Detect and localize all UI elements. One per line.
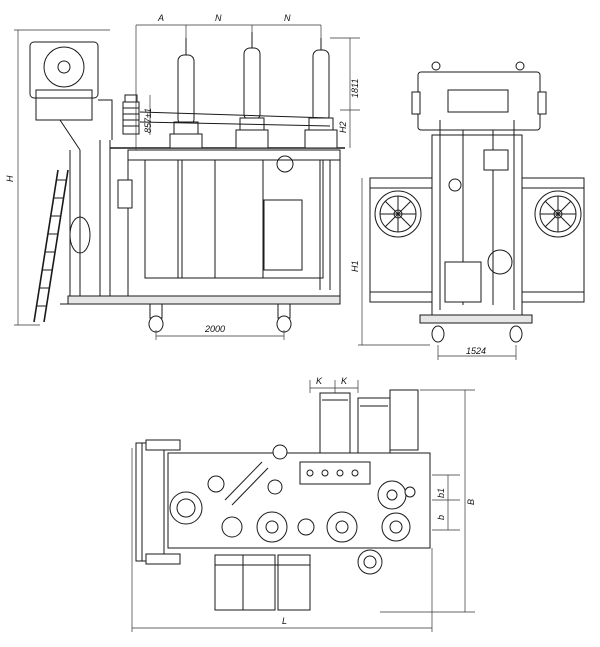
bushing-2 (235, 32, 269, 149)
plan-cooler-bottom-2 (242, 554, 276, 611)
dim-H-label: H (5, 175, 15, 182)
ladder (33, 169, 69, 323)
fan-right (534, 190, 582, 238)
front-base (419, 314, 533, 324)
main-tank (127, 149, 341, 301)
dim-1524-label: 1524 (466, 346, 486, 356)
dim-B-label: B (466, 499, 476, 505)
dim-b1-label: b1 (436, 488, 446, 498)
plan-bushing-4 (381, 512, 411, 542)
neutral-bushing (122, 94, 140, 135)
dim-K2-label: K (341, 376, 348, 386)
control-cabinet (444, 261, 482, 303)
plan-view: K K b1 b B L (131, 376, 476, 632)
wheel-1 (148, 315, 164, 333)
bushing-1 (169, 38, 203, 149)
dim-H1-label: H1 (350, 260, 360, 272)
bushing-3 (304, 38, 338, 149)
plan-bushing-1 (169, 491, 203, 525)
front-wheel-left (431, 325, 445, 343)
base-frame (67, 295, 341, 305)
side-view: A N N H 1811 H2 857±1 2000 (5, 13, 360, 340)
dim-N2-label: N (284, 13, 291, 23)
front-conservator (411, 61, 547, 131)
conservator-tank (29, 41, 99, 151)
front-view: H1 1524 (350, 61, 585, 360)
plan-cooler-top-3 (389, 389, 419, 451)
plan-cooler-bottom-1 (214, 554, 244, 611)
dim-L-label: L (282, 616, 287, 626)
plan-cooler-top-1 (319, 392, 351, 454)
dim-1811-label: 1811 (350, 79, 360, 98)
plan-round-fitting (357, 549, 383, 575)
plan-conservator (135, 442, 165, 562)
dim-A-label: A (157, 13, 164, 23)
plan-bushing-2 (256, 511, 288, 543)
fan-left (374, 190, 422, 238)
dim-857-label: 857±1 (143, 108, 153, 133)
front-wheel-right (509, 325, 523, 343)
dim-N1-label: N (215, 13, 222, 23)
dim-2000-label: 2000 (204, 324, 225, 334)
side-panel (263, 199, 303, 271)
plan-cooler-bottom-3 (277, 554, 311, 611)
dim-b-label: b (436, 515, 446, 520)
wheel-2 (276, 315, 292, 333)
plan-bushing-3 (326, 511, 358, 543)
dim-K1-label: K (316, 376, 323, 386)
plan-cooler-top-2 (357, 397, 391, 454)
dim-H2-label: H2 (338, 121, 348, 133)
